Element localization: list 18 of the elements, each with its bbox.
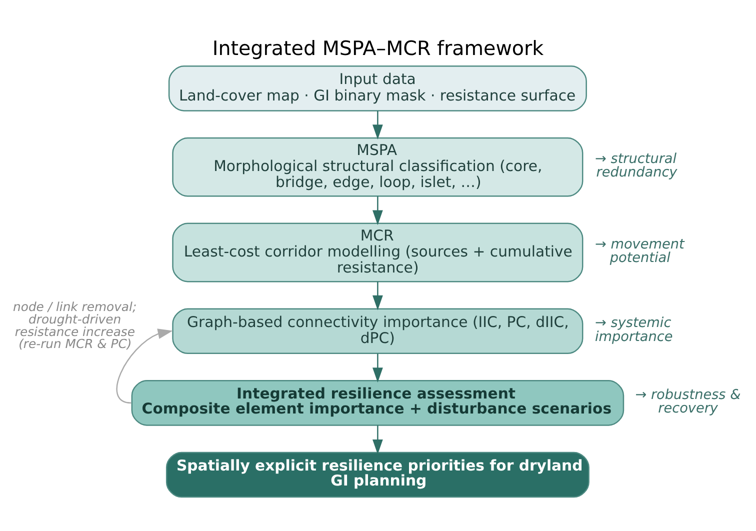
node-box: Integrated resilience assessment Composite element importance + disturbance scenarios: [131, 380, 624, 426]
diagram-title: Integrated MSPA–MCR framework: [212, 36, 544, 60]
arrow: [372, 425, 383, 454]
node-box: Input data Land-cover map · GI binary mask · resistance surface: [168, 66, 587, 112]
edge-label: node / link removal; drought-driven resistance increase (re-run MCR & PC): [13, 300, 137, 352]
arrow: [372, 196, 383, 226]
arrow: [116, 328, 173, 404]
node-label: → movement potential: [595, 236, 684, 266]
node-box: Graph-based connectivity importance (IIC, PC, dIIC, dPC): [172, 308, 584, 354]
node-box: MCR Least-cost corridor modelling (sources + cumulative resistance): [172, 222, 584, 282]
node-label: → robustness & recovery: [635, 386, 741, 417]
arrow: [372, 354, 383, 383]
arrow: [372, 282, 383, 310]
node-box: Spatially explicit resilience priorities for dryland GI planning: [166, 452, 590, 498]
node-label: → structural redundancy: [595, 151, 678, 181]
arrow: [372, 110, 383, 140]
node-label: → systemic importance: [595, 315, 673, 345]
node-box: MSPA Morphological structural classification (core, bridge, edge, loop, islet, …): [172, 137, 584, 197]
